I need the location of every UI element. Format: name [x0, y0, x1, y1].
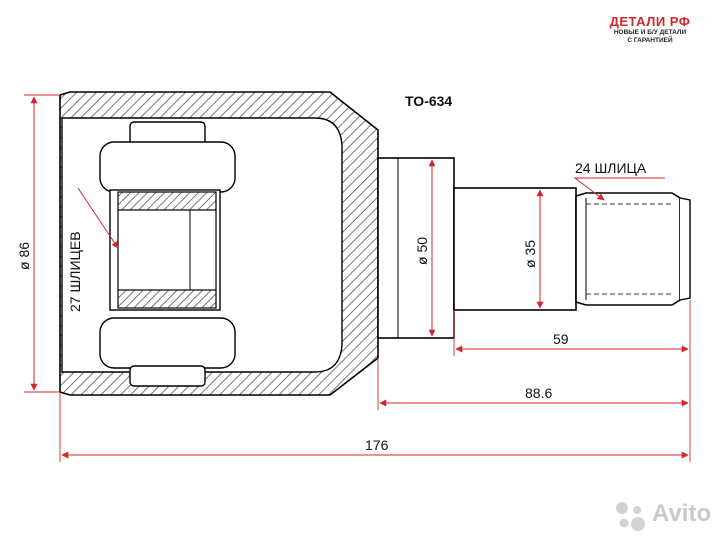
- inner-splines-label: 27 ШЛИЦЕВ: [67, 231, 83, 312]
- shaft-body: [453, 187, 577, 311]
- collar-diameter-label: ø 50: [414, 237, 430, 265]
- stem-length-label: 88.6: [525, 385, 552, 401]
- end-chamfer: [679, 197, 691, 301]
- splined-end: [575, 192, 681, 306]
- leader-outer-splines: [573, 177, 665, 201]
- shaft-length-label: 59: [553, 331, 569, 347]
- leader-inner-splines: [77, 187, 119, 249]
- total-length-label: 176: [365, 437, 389, 453]
- part-number-label: TO-634: [405, 93, 452, 109]
- upper-roller: [99, 141, 236, 193]
- housing-diameter-label: ø 86: [16, 242, 32, 270]
- outer-splines-label: 24 ШЛИЦА: [575, 160, 647, 176]
- brand-title: ДЕТАЛИ РФ: [609, 14, 691, 29]
- hub-spline-top: [117, 191, 217, 211]
- lower-roller-cap: [129, 365, 206, 387]
- shaft-collar: [377, 157, 455, 339]
- lower-roller: [99, 317, 236, 369]
- brand-tagline-1: НОВЫЕ И Б/У ДЕТАЛИ: [613, 29, 687, 36]
- upper-roller-cap: [129, 121, 206, 145]
- brand-tagline-2: С ГАРАНТИЕЙ: [627, 37, 673, 44]
- brand-logo: ДЕТАЛИ РФ НОВЫЕ И Б/У ДЕТАЛИ С ГАРАНТИЕЙ: [595, 14, 705, 45]
- hub-spline-bottom: [117, 289, 217, 309]
- shaft-diameter-label: ø 35: [522, 240, 538, 268]
- avito-text: Avito: [652, 500, 712, 527]
- avito-dots-icon: [616, 502, 645, 531]
- avito-watermark: Avito: [612, 498, 720, 534]
